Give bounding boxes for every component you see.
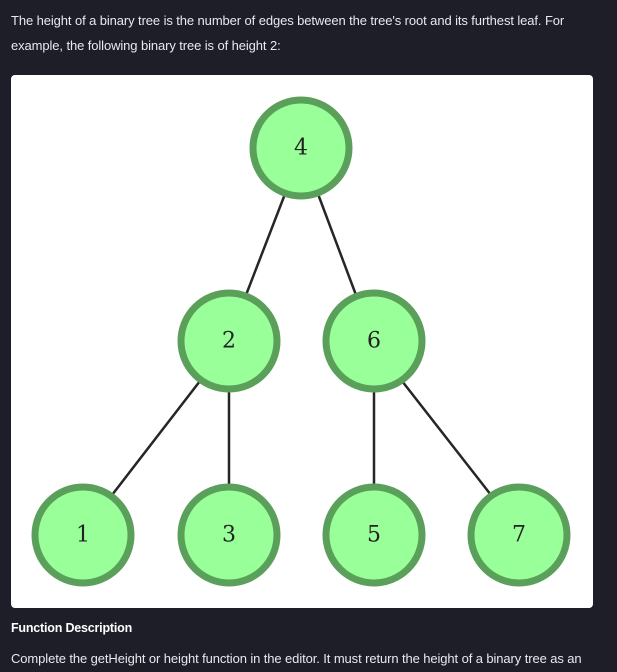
node-label: 6: [367, 329, 381, 354]
edge-4-6: [316, 193, 358, 296]
edge-2-1: [111, 380, 201, 496]
node-circle: [177, 483, 281, 587]
node-label: 5: [367, 523, 381, 548]
node-circle: [177, 289, 281, 393]
tree-node-2: 2: [177, 289, 281, 393]
node-label: 1: [76, 523, 90, 548]
tree-node-1: 1: [31, 483, 135, 587]
node-label: 7: [512, 523, 526, 548]
edge-6-7: [401, 380, 492, 496]
node-circle: [31, 483, 135, 587]
node-circle: [467, 483, 571, 587]
tree-node-6: 6: [322, 289, 426, 393]
intro-line-1: The height of a binary tree is the numbe…: [11, 13, 565, 28]
node-circle: [322, 289, 426, 393]
tree-node-3: 3: [177, 483, 281, 587]
node-circle: [322, 483, 426, 587]
node-label: 2: [222, 329, 236, 354]
node-label: 3: [222, 523, 236, 548]
intro-line-2: example, the following binary tree is of…: [11, 38, 281, 53]
problem-intro: The height of a binary tree is the numbe…: [11, 8, 607, 58]
edge-4-2: [244, 193, 287, 296]
node-label: 4: [294, 136, 308, 161]
binary-tree-figure: 4 2 6 1 3 5 7: [11, 75, 593, 608]
function-description-text: Complete the getHeight or height functio…: [11, 651, 582, 666]
tree-node-4: 4: [249, 96, 353, 200]
function-description-heading: Function Description: [11, 621, 133, 635]
tree-node-5: 5: [322, 483, 426, 587]
node-circle: [249, 96, 353, 200]
tree-node-7: 7: [467, 483, 571, 587]
binary-tree-svg: 4 2 6 1 3 5 7: [31, 96, 571, 587]
